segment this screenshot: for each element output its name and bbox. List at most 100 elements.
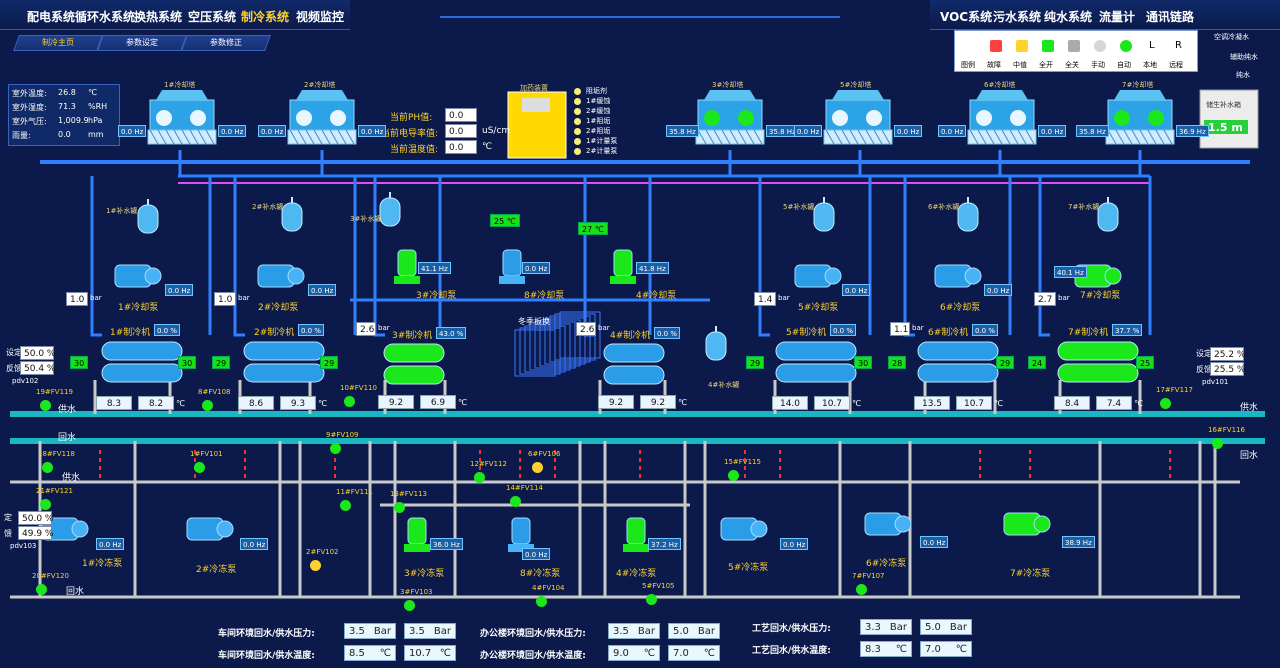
- cooling-pump-2-head: [287, 267, 305, 285]
- legend-local-glyph: L: [1149, 40, 1155, 51]
- tower-fill-lattice: [977, 129, 987, 145]
- tower-top: [704, 90, 756, 100]
- chiller-pressure-unit: bar: [912, 324, 924, 332]
- subtab-label: 参数修正: [210, 38, 242, 47]
- subtab-label: 制冷主页: [42, 38, 74, 47]
- nav-tab[interactable]: 换热系统: [134, 10, 183, 24]
- valve-label: 9#FV109: [326, 431, 359, 439]
- return-label: 回水: [66, 587, 85, 597]
- valve-icon[interactable]: [394, 502, 405, 513]
- chiller-evap-unit: ℃: [458, 398, 467, 407]
- cooling-tower[interactable]: [695, 90, 765, 145]
- tower-fill-lattice: [313, 129, 323, 145]
- chiller-name: 6#制冷机: [928, 328, 969, 338]
- valve-icon[interactable]: [532, 462, 543, 473]
- valve-icon[interactable]: [1212, 438, 1223, 449]
- supply-label: 供水: [62, 473, 81, 483]
- tower-top: [156, 90, 208, 100]
- chiller-evap-in: 8.3: [96, 396, 132, 410]
- makeup-tank: [1199, 89, 1259, 149]
- valve-icon[interactable]: [728, 470, 739, 481]
- valve-icon[interactable]: [330, 443, 341, 454]
- valve-icon[interactable]: [404, 600, 415, 611]
- valve-icon[interactable]: [1160, 398, 1171, 409]
- chiller-cond-out: 30: [178, 356, 197, 369]
- tower-fan: [704, 110, 720, 126]
- valve-icon[interactable]: [40, 400, 51, 411]
- chiller-evap-unit: ℃: [318, 399, 327, 408]
- nav-tab[interactable]: 纯水系统: [1044, 10, 1093, 24]
- cooling-tower[interactable]: [147, 90, 217, 145]
- nav-tab[interactable]: 通讯链路: [1146, 10, 1195, 24]
- weather-value: 71.3: [58, 102, 76, 111]
- chilled-pump-hz: 0.0 Hz: [96, 538, 125, 550]
- subtab[interactable]: 参数设定: [97, 35, 187, 51]
- tower-fill-lattice: [1025, 129, 1035, 145]
- chilled-pump-3-base: [404, 544, 430, 552]
- nav-tab[interactable]: 空压系统: [188, 10, 237, 24]
- unit: Bar: [889, 622, 907, 633]
- tower-fill-lattice: [857, 129, 867, 145]
- header-temp-1: 25 ℃: [490, 214, 520, 227]
- setpoint-value[interactable]: 25.2 %: [1210, 347, 1245, 361]
- valve-icon[interactable]: [202, 400, 213, 411]
- subtab[interactable]: 制冷主页: [13, 35, 103, 51]
- setpoint-value[interactable]: 50.0 %: [18, 511, 53, 525]
- chiller-evaporator: [775, 363, 857, 383]
- setpoint-value[interactable]: 50.0 %: [20, 346, 55, 360]
- valve-icon[interactable]: [36, 584, 47, 595]
- nav-tab[interactable]: 流量计: [1099, 10, 1136, 24]
- chiller-evap-unit: ℃: [678, 398, 687, 407]
- valve-icon[interactable]: [42, 462, 53, 473]
- valve-label: 11#FV111: [336, 488, 373, 496]
- bottom-value-a: 8.5℃: [344, 645, 396, 661]
- value: 9.0: [613, 648, 629, 659]
- valve-icon[interactable]: [856, 584, 867, 595]
- valve-icon[interactable]: [536, 596, 547, 607]
- expansion-tank: [379, 197, 401, 227]
- valve-label: 15#FV115: [724, 458, 761, 466]
- valve-icon[interactable]: [310, 560, 321, 571]
- valve-icon[interactable]: [40, 499, 51, 510]
- chiller-condenser: [775, 341, 857, 361]
- nav-tab[interactable]: 循环水系统: [75, 10, 136, 24]
- cooling-pump-5-head: [824, 267, 842, 285]
- chilled-pump-name: 8#冷冻泵: [520, 569, 561, 579]
- tower-fill: [147, 129, 217, 145]
- pdv-valve-label: pdv101: [1202, 378, 1229, 386]
- valve-icon[interactable]: [646, 594, 657, 605]
- cooling-tower[interactable]: [287, 90, 357, 145]
- weather-label: 室外湿度:: [12, 103, 47, 112]
- tower-fill-lattice: [173, 129, 183, 145]
- wq-unit: ℃: [482, 142, 493, 152]
- valve-icon[interactable]: [194, 462, 205, 473]
- subtab[interactable]: 参数修正: [181, 35, 271, 51]
- cooling-tower[interactable]: [967, 90, 1037, 145]
- nav-tab[interactable]: 配电系统: [27, 10, 76, 24]
- cooling-tower[interactable]: [823, 90, 893, 145]
- nav-tab[interactable]: 制冷系统: [241, 10, 290, 24]
- valve-icon[interactable]: [340, 500, 351, 511]
- nav-tab[interactable]: 污水系统: [993, 10, 1042, 24]
- chilled-pump-name: 1#冷冻泵: [82, 559, 123, 569]
- valve-label: 16#FV116: [1208, 426, 1245, 434]
- nav-tab[interactable]: 视频监控: [296, 10, 345, 24]
- valve-icon[interactable]: [474, 472, 485, 483]
- unit: ℃: [439, 648, 451, 659]
- bottom-readout-label: 工艺回水/供水压力:: [752, 624, 831, 634]
- valve-icon[interactable]: [344, 396, 355, 407]
- chilled-pump-2-head: [216, 520, 234, 538]
- nav-tab[interactable]: VOC系统: [940, 10, 993, 24]
- cooling-pump-8: [502, 249, 522, 277]
- cooling-tower[interactable]: [1105, 90, 1175, 145]
- condenser-loop: [903, 176, 915, 337]
- unit: Bar: [433, 626, 451, 637]
- chilled-pump-hz: 0.0 Hz: [240, 538, 269, 550]
- chiller-condenser: [1057, 341, 1139, 361]
- chiller-cond-in: 24: [1028, 356, 1047, 369]
- plate-heat-exchanger[interactable]: [514, 311, 601, 377]
- valve-icon[interactable]: [510, 496, 521, 507]
